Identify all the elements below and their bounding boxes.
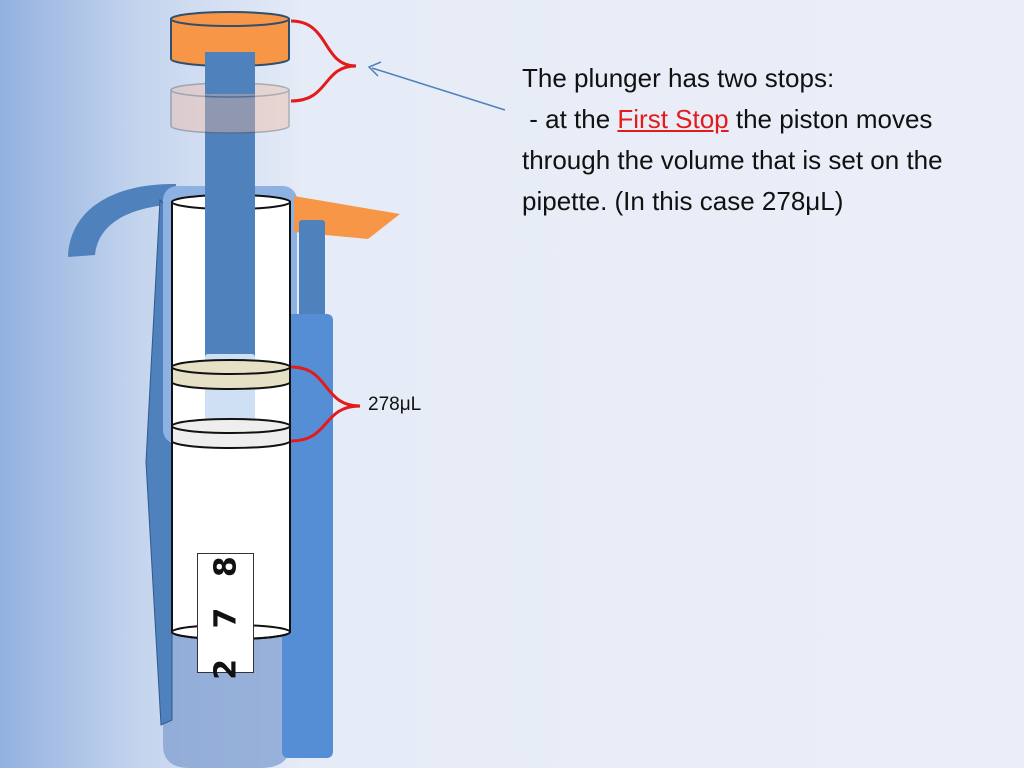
plunger-stop-bracket — [290, 19, 357, 103]
explanation-line-2-prefix: - at the — [522, 104, 618, 134]
piston-first-stop-top — [171, 418, 291, 434]
volume-label: 278μL — [368, 394, 422, 415]
explanation-text: The plunger has two stops: - at the Firs… — [522, 58, 1018, 222]
pointer-arrow-head — [367, 61, 382, 77]
explanation-line-2: - at the First Stop the piston moves thr… — [522, 99, 1018, 222]
piston-rest-top — [171, 359, 291, 375]
volume-readout-digits: 2 7 8 — [208, 546, 243, 680]
explanation-line-1: The plunger has two stops: — [522, 63, 835, 93]
pointer-arrow — [371, 67, 506, 111]
finger-hook — [68, 183, 176, 257]
piston-rod-top — [205, 52, 255, 94]
volume-bracket — [290, 365, 361, 443]
explanation-line-2-suffix: the piston moves through the volume that… — [522, 104, 943, 216]
first-stop-highlight: First Stop — [617, 104, 729, 134]
volume-readout: 2 7 8 — [197, 546, 254, 680]
plunger-cap — [170, 11, 290, 67]
plunger-cap-pressed — [170, 82, 290, 134]
piston-rod — [205, 52, 255, 374]
pipette-handle-column — [282, 314, 333, 758]
